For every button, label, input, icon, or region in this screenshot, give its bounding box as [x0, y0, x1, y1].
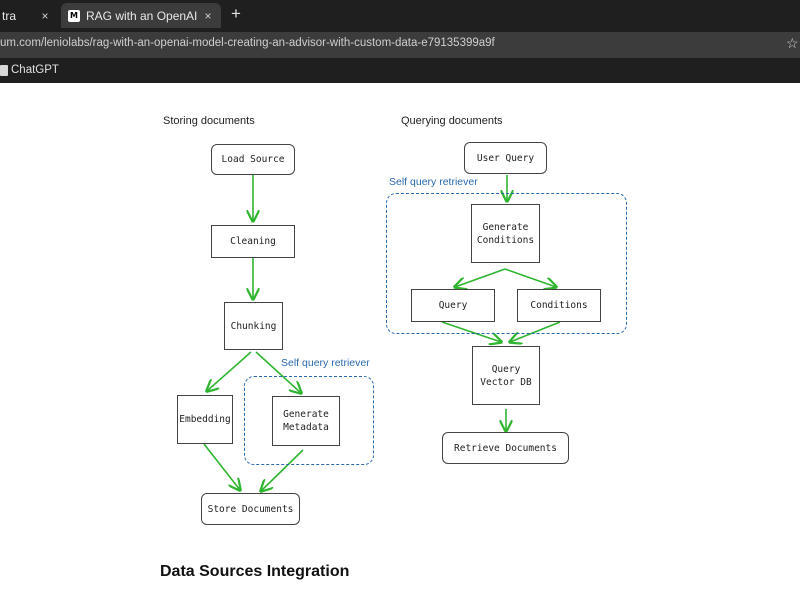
querying-title: Querying documents: [401, 115, 503, 127]
arrow: [203, 443, 240, 490]
group-label: Self query retriever: [389, 176, 478, 188]
url-text[interactable]: um.com/leniolabs/rag-with-an-openai-mode…: [0, 37, 495, 49]
arrow: [504, 268, 556, 287]
close-icon[interactable]: ×: [204, 8, 212, 23]
chatgpt-icon: [0, 64, 8, 76]
tab-label: tra: [2, 8, 17, 23]
new-tab-icon[interactable]: +: [231, 4, 241, 23]
node-generate-conditions: Generate Conditions: [471, 204, 540, 263]
address-bar[interactable]: um.com/leniolabs/rag-with-an-openai-mode…: [0, 32, 800, 58]
node-chunking: Chunking: [224, 302, 283, 350]
close-icon[interactable]: ×: [41, 8, 49, 23]
arrow: [510, 321, 561, 342]
node-cleaning: Cleaning: [211, 225, 295, 258]
arrow: [455, 268, 506, 287]
tab-label: RAG with an OpenAI mo: [86, 8, 201, 23]
node-generate-metadata: Generate Metadata: [272, 396, 340, 446]
browser-chrome: tra × M RAG with an OpenAI mo × + um.com…: [0, 0, 800, 83]
tab-previous[interactable]: tra ×: [0, 3, 58, 28]
self-query-retriever-group: [244, 376, 374, 465]
node-load-source: Load Source: [211, 144, 295, 175]
arrow: [207, 351, 252, 391]
bookmark-star-icon[interactable]: ☆: [786, 35, 799, 51]
arrow: [441, 321, 501, 342]
node-retrieve-documents: Retrieve Documents: [442, 432, 569, 464]
arrow: [261, 449, 304, 491]
arrow: [255, 351, 301, 393]
storing-title: Storing documents: [163, 115, 255, 127]
node-query-vector-db: Query Vector DB: [472, 346, 540, 405]
node-conditions: Conditions: [517, 289, 601, 322]
medium-favicon-icon: M: [68, 9, 80, 22]
node-query: Query: [411, 289, 495, 322]
node-user-query: User Query: [464, 142, 547, 174]
section-heading: Data Sources Integration: [160, 563, 350, 580]
self-query-retriever-group: [386, 193, 627, 334]
node-embedding: Embedding: [177, 395, 233, 444]
group-label: Self query retriever: [281, 357, 370, 369]
node-store-documents: Store Documents: [201, 493, 300, 525]
bookmark-chatgpt[interactable]: ChatGPT: [0, 61, 59, 79]
bookmark-label: ChatGPT: [11, 64, 59, 76]
tab-active[interactable]: M RAG with an OpenAI mo ×: [61, 3, 221, 28]
